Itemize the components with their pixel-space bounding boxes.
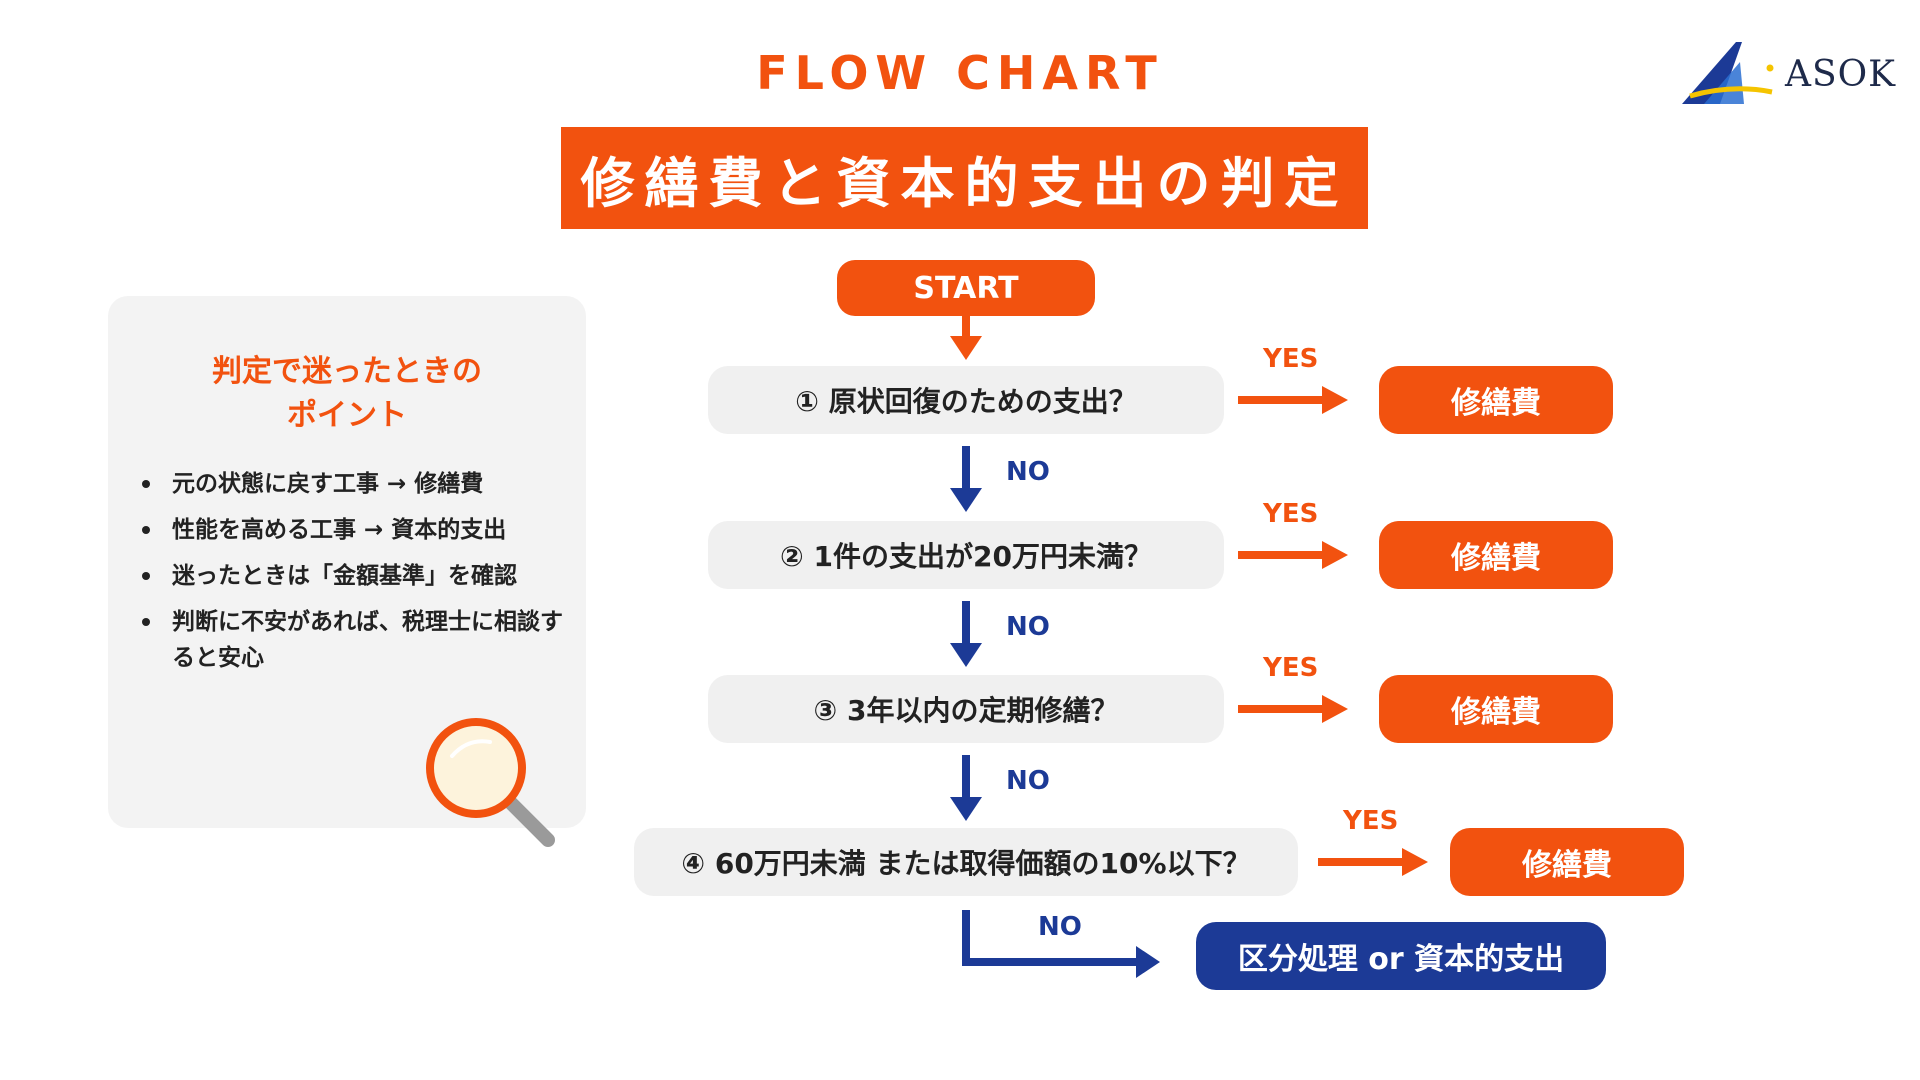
yes-arrow-2: [1238, 541, 1348, 569]
title-banner: 修繕費と資本的支出の判定: [561, 127, 1368, 229]
no-label-3: NO: [1006, 766, 1050, 796]
tip-item: 判断に不安があれば、税理士に相談すると安心: [138, 604, 568, 676]
tips-panel-title: 判定で迷ったときの ポイント: [108, 350, 586, 438]
tips-list: 元の状態に戻す工事 → 修繕費 性能を高める工事 → 資本的支出 迷ったときは「…: [138, 466, 568, 686]
yes-arrow-3: [1238, 695, 1348, 723]
yes-label-4: YES: [1343, 806, 1399, 836]
tip-item: 性能を高める工事 → 資本的支出: [138, 512, 568, 548]
no-label-2: NO: [1006, 612, 1050, 642]
no-label-1: NO: [1006, 457, 1050, 487]
yes-arrow-4: [1318, 848, 1428, 876]
final-result-node: 区分処理 or 資本的支出: [1196, 922, 1606, 990]
start-arrow: [950, 316, 982, 360]
start-node: START: [837, 260, 1095, 316]
question-node-4: ④ 60万円未満 または取得価額の10%以下？: [634, 828, 1298, 896]
magnifier-icon: [426, 718, 555, 847]
tip-item: 元の状態に戻す工事 → 修繕費: [138, 466, 568, 502]
page-title: 修繕費と資本的支出の判定: [580, 151, 1349, 215]
no-arrow-3: [950, 755, 982, 821]
no-arrow-2: [950, 601, 982, 667]
yes-label-3: YES: [1263, 653, 1319, 683]
result-node-1: 修繕費: [1379, 366, 1613, 434]
result-node-4: 修繕費: [1450, 828, 1684, 896]
result-node-2: 修繕費: [1379, 521, 1613, 589]
yes-arrow-1: [1238, 386, 1348, 414]
tip-item: 迷ったときは「金額基準」を確認: [138, 558, 568, 594]
logo-text: ASOK: [1785, 54, 1897, 95]
yes-label-1: YES: [1263, 344, 1319, 374]
question-node-3: ③ 3年以内の定期修繕？: [708, 675, 1224, 743]
flowchart-label: FLOW CHART: [756, 46, 1164, 100]
tips-title-line2: ポイント: [287, 398, 407, 433]
no-label-4: NO: [1038, 912, 1082, 942]
yes-label-2: YES: [1263, 499, 1319, 529]
result-node-3: 修繕費: [1379, 675, 1613, 743]
no-arrow-1: [950, 446, 982, 512]
asok-logo: ASOK: [1680, 40, 1900, 110]
asok-logo-icon: [1682, 42, 1774, 104]
question-node-1: ① 原状回復のための支出？: [708, 366, 1224, 434]
question-node-2: ② 1件の支出が20万円未満？: [708, 521, 1224, 589]
tips-title-line1: 判定で迷ったときの: [212, 354, 482, 389]
